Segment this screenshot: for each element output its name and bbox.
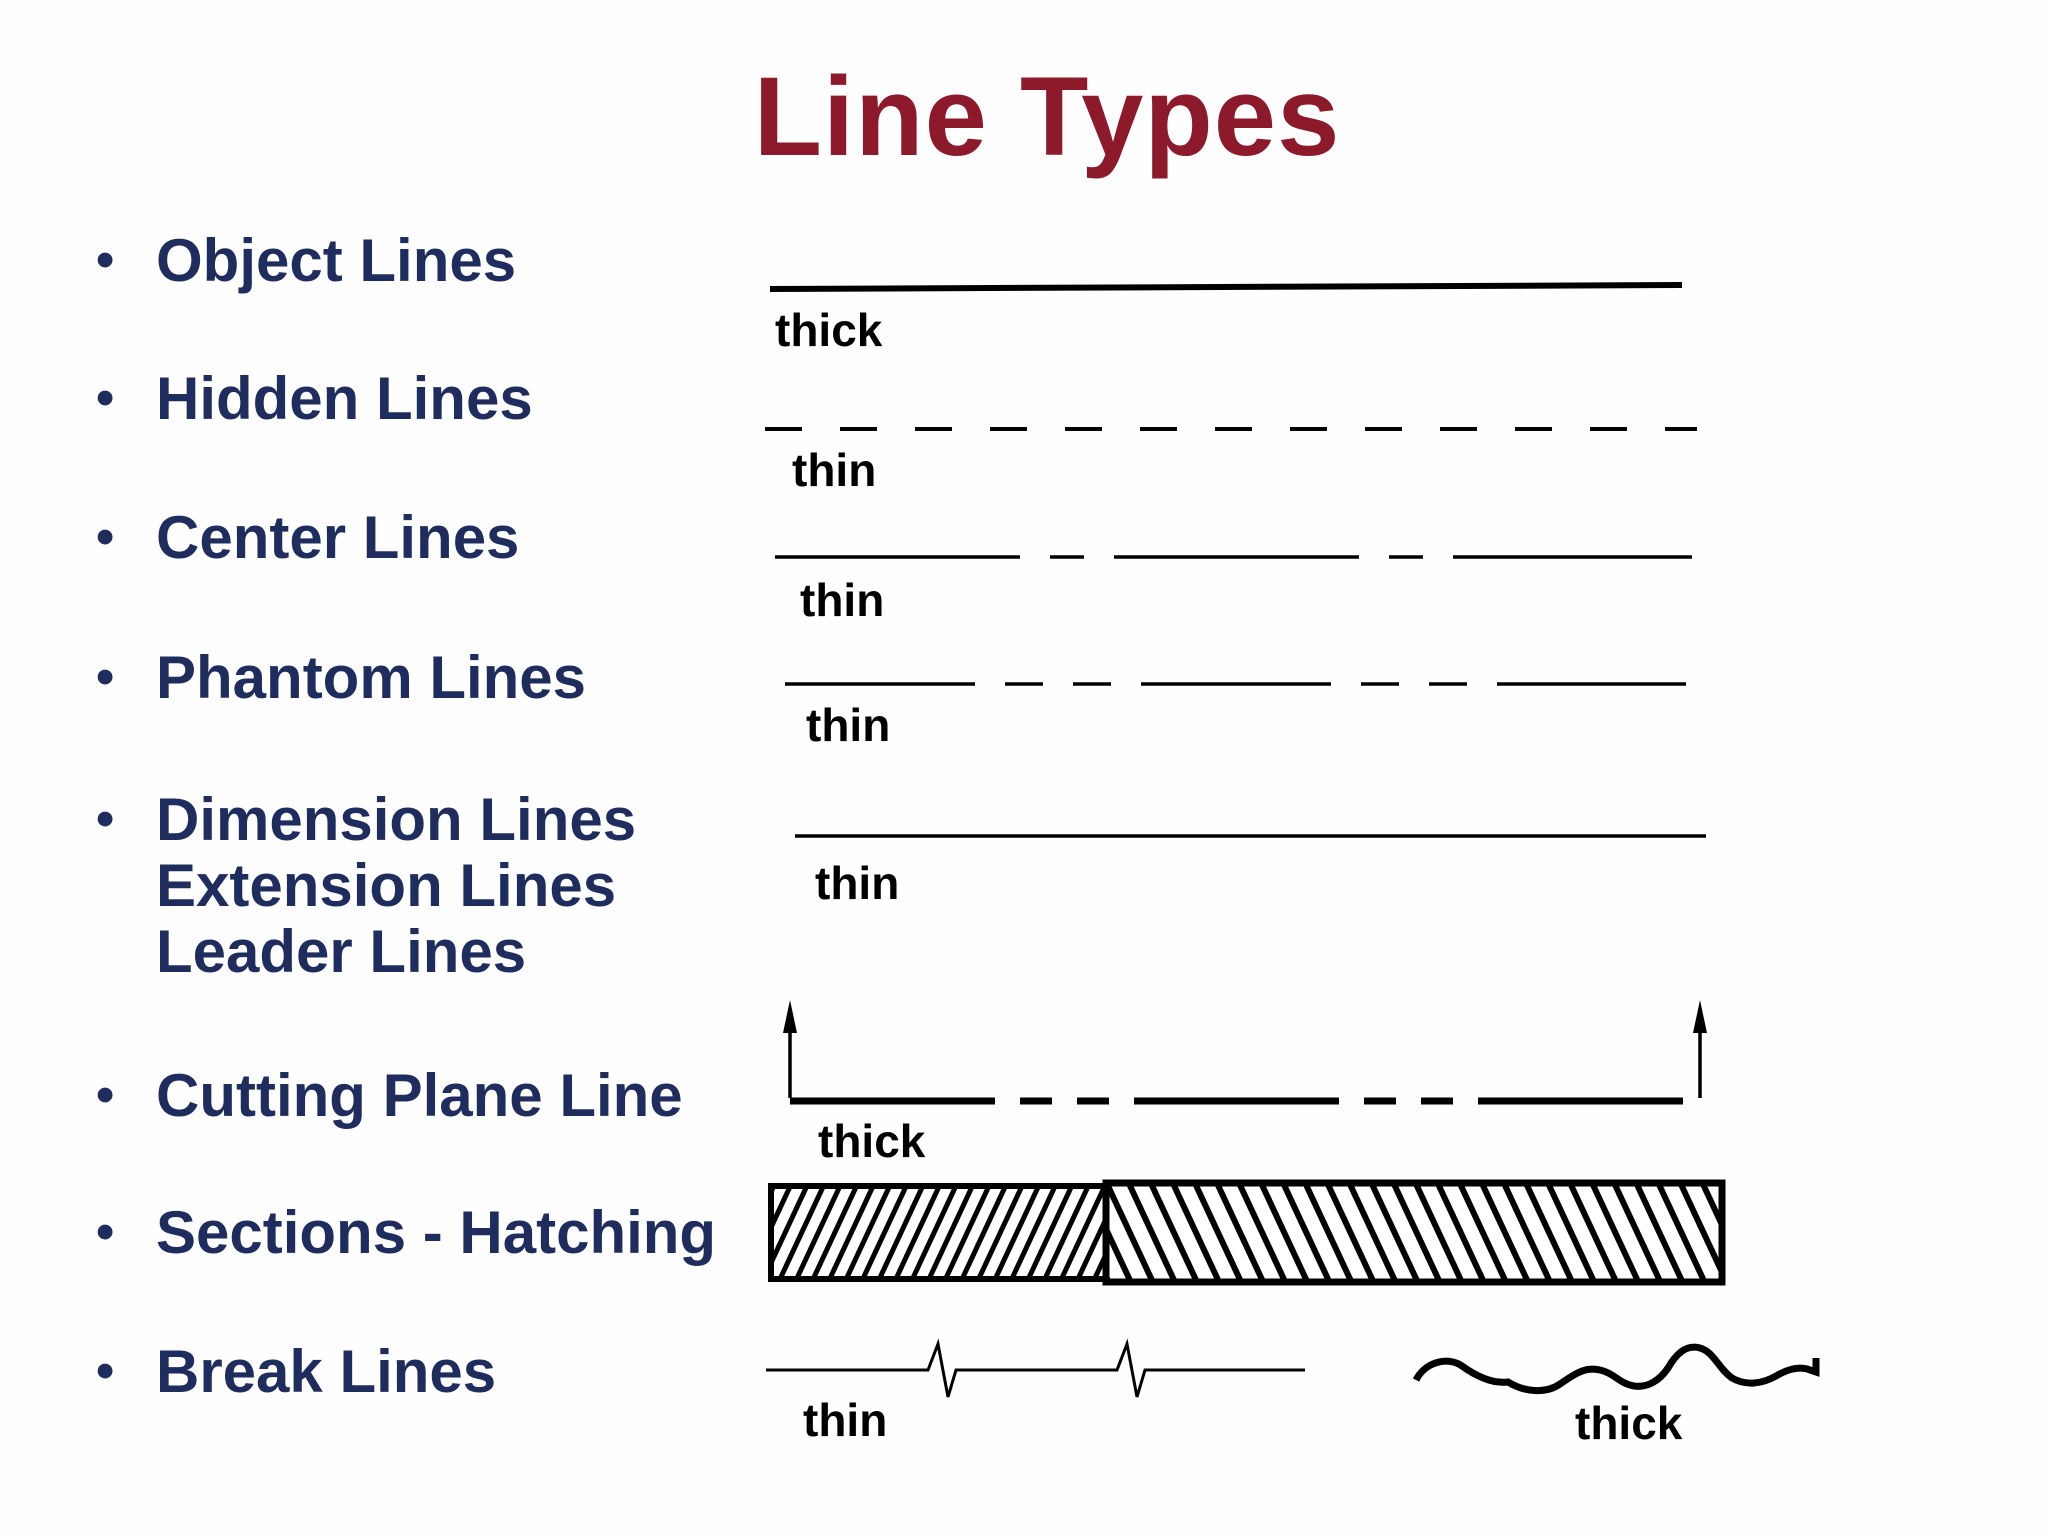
break-line-thin-sample bbox=[766, 1338, 1305, 1398]
object-line-sample bbox=[769, 282, 1683, 292]
bullet-label: Cutting Plane Line bbox=[156, 1061, 683, 1129]
hatch-forward-rect bbox=[768, 1183, 1109, 1282]
section-hatching-sample bbox=[768, 1179, 1726, 1286]
bullet-break-lines: • Break Lines bbox=[96, 1330, 496, 1412]
bullet-label: Hidden Lines bbox=[156, 364, 533, 432]
bullet-dot-icon: • bbox=[96, 1342, 115, 1400]
bullet-dot-icon: • bbox=[96, 508, 115, 566]
page-title: Line Types bbox=[753, 54, 1341, 179]
bullet-label: Extension Lines bbox=[156, 851, 617, 919]
bullet-dot-icon: • bbox=[96, 369, 115, 427]
bullet-label: Phantom Lines bbox=[156, 643, 587, 711]
weight-label-dimension: thin bbox=[815, 857, 900, 909]
weight-label-break-thin: thin bbox=[803, 1394, 888, 1446]
bullet-sections-hatching: • Sections - Hatching bbox=[96, 1191, 716, 1273]
bullet-dot-icon: • bbox=[96, 1203, 115, 1261]
hatch-bg bbox=[771, 1186, 1106, 1279]
bullet-label: Dimension Lines bbox=[156, 785, 637, 853]
hatch-bg bbox=[1106, 1183, 1722, 1282]
bullet-label: Sections - Hatching bbox=[156, 1198, 717, 1266]
weight-label-phantom: thin bbox=[806, 699, 891, 751]
arrow-up-icon bbox=[783, 1000, 797, 1033]
weight-label-hidden: thin bbox=[792, 444, 877, 496]
weight-label-cutting: thick bbox=[818, 1115, 926, 1167]
hatch-backward-rect bbox=[1102, 1179, 1726, 1286]
bullet-phantom-lines: • Phantom Lines bbox=[96, 636, 586, 718]
bullet-dot-icon: • bbox=[96, 1066, 115, 1124]
bullet-label: Break Lines bbox=[156, 1337, 497, 1405]
bullet-dot-icon: • bbox=[96, 648, 115, 706]
cutting-plane-line-sample bbox=[783, 1000, 1707, 1105]
bullet-cutting-plane-line: • Cutting Plane Line bbox=[96, 1054, 683, 1136]
bullet-dot-icon: • bbox=[96, 231, 115, 289]
bullet-dimension-extension-leader-lines: • Dimension Lines Extension Lines Leader… bbox=[96, 785, 637, 985]
bullet-center-lines: • Center Lines bbox=[96, 496, 519, 578]
bullet-dot-icon: • bbox=[96, 790, 115, 848]
weight-label-object: thick bbox=[775, 304, 883, 356]
bullet-label: Leader Lines bbox=[156, 917, 527, 985]
bullet-object-lines: • Object Lines bbox=[96, 219, 516, 301]
bullet-hidden-lines: • Hidden Lines bbox=[96, 357, 533, 439]
break-line-thick-sample bbox=[1412, 1343, 1820, 1394]
bullet-label: Center Lines bbox=[156, 503, 520, 571]
bullet-label: Object Lines bbox=[156, 226, 517, 294]
weight-label-center: thin bbox=[800, 574, 885, 626]
arrow-up-icon bbox=[1693, 1000, 1707, 1033]
weight-label-break-thick: thick bbox=[1575, 1397, 1683, 1449]
